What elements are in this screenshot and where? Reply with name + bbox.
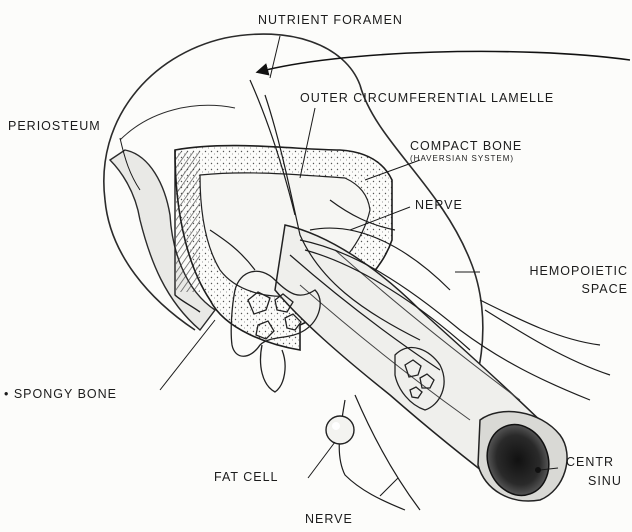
label-nerve-lower: NERVE <box>305 513 353 526</box>
label-periosteum: PERIOSTEUM <box>8 120 101 133</box>
nutrient-foramen-arrow <box>258 51 630 72</box>
central-sinus-vessel <box>477 412 567 505</box>
label-hemopoietic-space-line2: SPACE <box>582 283 628 296</box>
label-haversian-system: (HAVERSIAN SYSTEM) <box>410 155 514 163</box>
label-central-sinus-line2: SINU <box>588 475 622 488</box>
label-hemopoietic-space-line1: HEMOPOIETIC <box>529 265 628 278</box>
label-nerve-upper: NERVE <box>415 199 463 212</box>
label-fat-cell: FAT CELL <box>214 471 279 484</box>
label-spongy-bone: • SPONGY BONE <box>4 388 117 401</box>
label-central-sinus-line1: CENTR <box>566 456 614 469</box>
fat-cell-drawing <box>326 416 354 444</box>
label-nutrient-foramen: NUTRIENT FORAMEN <box>258 14 403 27</box>
label-compact-bone: COMPACT BONE <box>410 140 522 153</box>
central-sinus-pointer-dot <box>535 467 541 473</box>
label-outer-circumferential-lamellae: OUTER CIRCUMFERENTIAL LAMELLE <box>300 92 554 105</box>
